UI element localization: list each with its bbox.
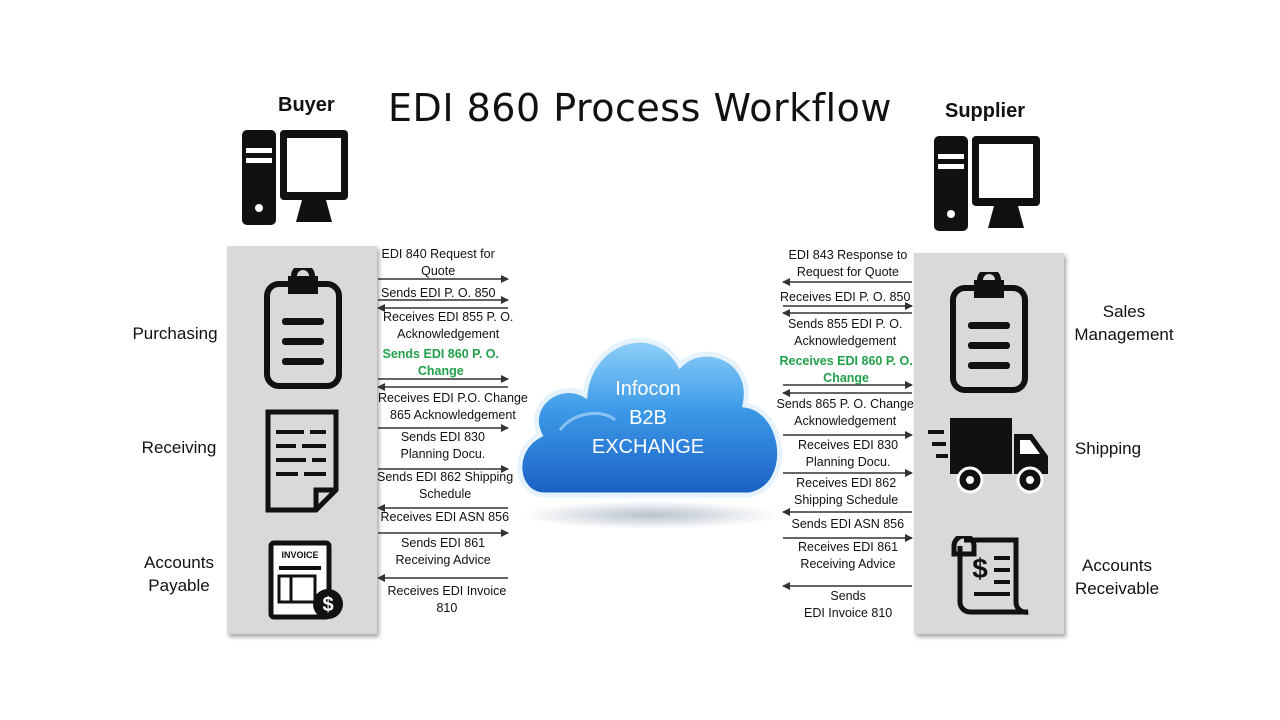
dept-receiving: Receiving <box>141 438 217 457</box>
supplier-message-label: EDI 843 Response to Request for Quote <box>788 248 908 279</box>
receipt-icon: $ <box>951 536 1029 615</box>
supplier-message-label: Sends 865 P. O. Change Acknowledgement <box>776 397 914 428</box>
supplier-computer-icon <box>934 136 1040 231</box>
supplier-message-label: Receives EDI 830 Planning Docu. <box>798 438 899 469</box>
buyer-message-label: Sends EDI 830 Planning Docu. <box>400 430 486 461</box>
buyer-message-label: Receives EDI P.O. Change 865 Acknowledge… <box>378 391 528 422</box>
buyer-message-label: Sends EDI 861 Receiving Advice <box>395 536 491 567</box>
buyer-message-label: Sends EDI 862 Shipping Schedule <box>377 470 514 501</box>
dept-shipping: Shipping <box>1074 439 1142 458</box>
svg-text:$: $ <box>972 553 988 584</box>
buyer-computer-icon <box>242 130 348 225</box>
invoice-icon-text: INVOICE <box>281 550 318 560</box>
invoice-icon: INVOICE $ <box>268 540 343 620</box>
supplier-label: Supplier <box>945 100 1026 122</box>
svg-text:$: $ <box>322 594 333 616</box>
clipboard-icon <box>950 272 1028 393</box>
buyer-message-label: Receives EDI ASN 856 <box>380 510 510 524</box>
supplier-message-label: Sends EDI Invoice 810 <box>804 589 893 620</box>
exchange-line3: EXCHANGE <box>591 436 705 458</box>
buyer-message-label: Receives EDI 855 P. O. Acknowledgement <box>383 310 514 341</box>
dept-accounts-receivable: Accounts Receivable <box>1074 556 1160 598</box>
buyer-message-label: Sends EDI 860 P. O. Change <box>382 347 500 378</box>
supplier-message-label: Receives EDI 861 Receiving Advice <box>798 540 899 571</box>
exchange-label: Infocon B2B EXCHANGE <box>560 375 736 462</box>
supplier-message-label: Receives EDI 862 Shipping Schedule <box>794 476 899 507</box>
receiving-document-icon <box>265 409 339 513</box>
dept-accounts-payable: Accounts Payable <box>144 553 214 595</box>
cloud-icon <box>517 337 783 529</box>
supplier-message-label: Receives EDI 860 P. O. Change <box>779 354 913 385</box>
clipboard-icon <box>264 268 342 389</box>
buyer-message-label: Sends EDI P. O. 850 <box>381 286 496 300</box>
exchange-line1: Infocon <box>615 378 681 400</box>
buyer-message-label: EDI 840 Request for Quote <box>381 247 495 278</box>
dept-purchasing: Purchasing <box>132 324 218 343</box>
delivery-truck-icon <box>928 418 1048 494</box>
buyer-label: Buyer <box>278 94 335 116</box>
supplier-message-label: Sends EDI ASN 856 <box>791 517 905 531</box>
buyer-message-label: Receives EDI Invoice 810 <box>387 584 507 615</box>
supplier-message-label: Receives EDI P. O. 850 <box>780 290 911 304</box>
supplier-message-label: Sends 855 EDI P. O. Acknowledgement <box>788 317 903 348</box>
exchange-line2: B2B <box>629 407 667 429</box>
page-title: EDI 860 Process Workflow <box>388 86 892 130</box>
dept-sales-management: Sales Management <box>1074 302 1174 344</box>
